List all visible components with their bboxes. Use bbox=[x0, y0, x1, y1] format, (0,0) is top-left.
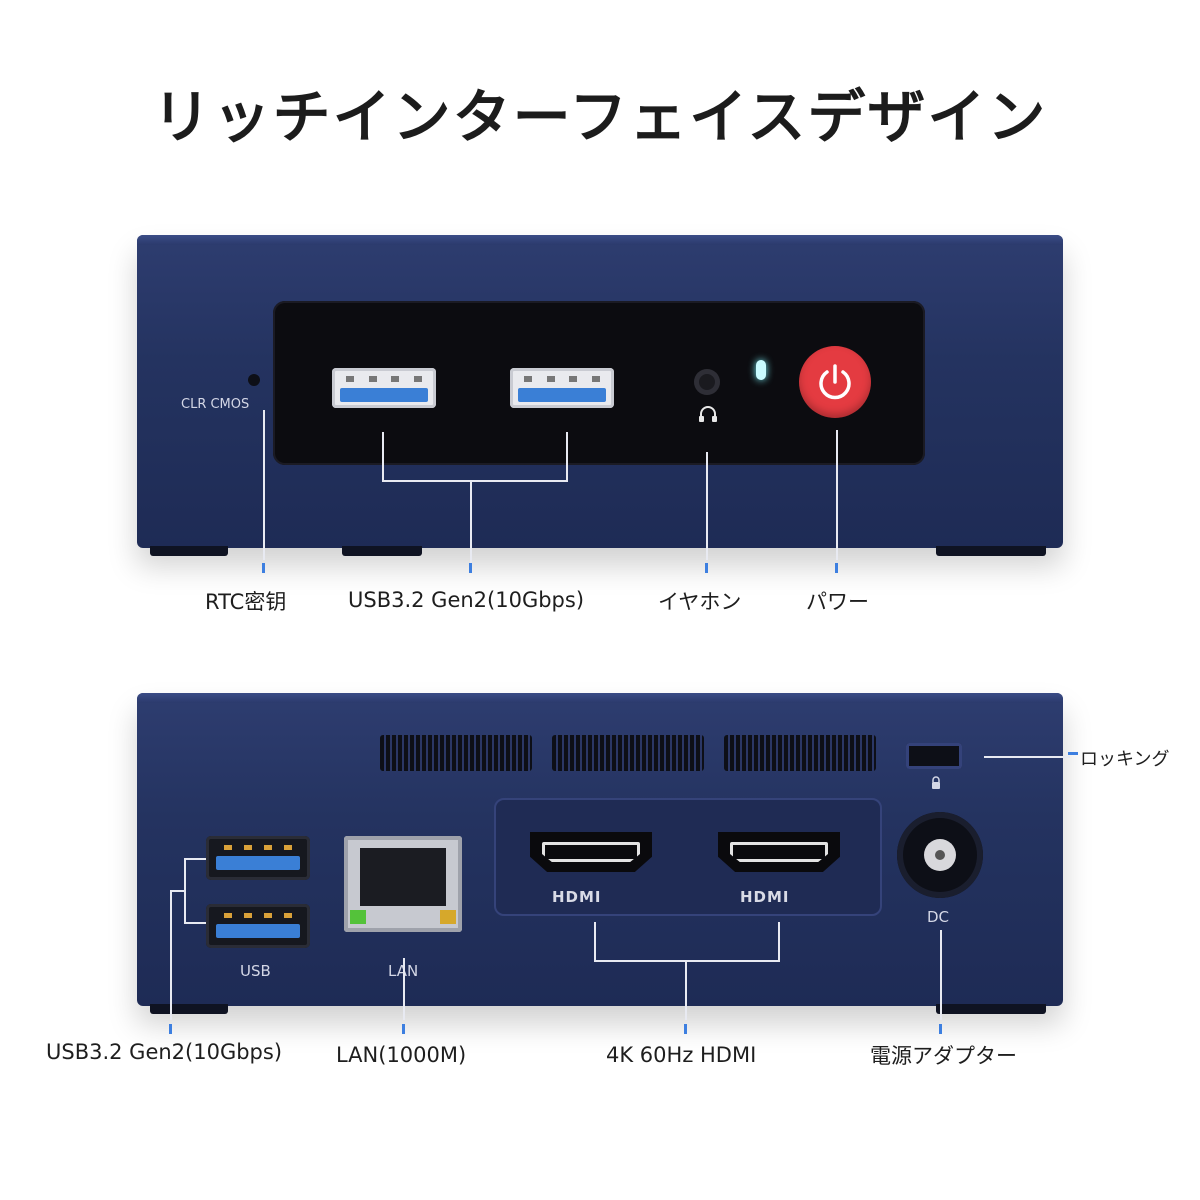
dc-power-jack[interactable] bbox=[897, 812, 983, 898]
front-usb-label: USB3.2 Gen2(10Gbps) bbox=[348, 588, 585, 612]
lock-callout-line bbox=[984, 756, 1070, 758]
cmos-reset-hole[interactable] bbox=[248, 374, 260, 386]
front-usb-port-1[interactable] bbox=[332, 368, 436, 408]
lan-tick bbox=[402, 1024, 405, 1034]
rear-usb-port-2[interactable] bbox=[206, 904, 310, 948]
rear-usb-bracket-top bbox=[184, 858, 206, 860]
rear-usb-label: USB3.2 Gen2(10Gbps) bbox=[46, 1040, 283, 1064]
lan-label: LAN(1000M) bbox=[336, 1043, 467, 1067]
hdmi-bracket-right bbox=[778, 922, 780, 962]
hdmi-logo-1: HDMI bbox=[552, 888, 602, 906]
front-foot-mid bbox=[342, 546, 422, 556]
hdmi-bracket-bottom bbox=[594, 960, 780, 962]
cmos-text: CLR CMOS bbox=[181, 397, 250, 412]
usb-bracket-right bbox=[566, 432, 568, 482]
dc-port-text: DC bbox=[927, 908, 950, 926]
lock-icon bbox=[930, 775, 942, 789]
vent-1 bbox=[380, 735, 532, 771]
rear-usb-port-1[interactable] bbox=[206, 836, 310, 880]
hdmi-port-1[interactable] bbox=[530, 832, 652, 872]
power-callout-line bbox=[836, 430, 838, 560]
hdmi-logo-2: HDMI bbox=[740, 888, 790, 906]
front-usb-port-2[interactable] bbox=[510, 368, 614, 408]
dc-callout-line bbox=[940, 930, 942, 1020]
rear-foot-left bbox=[150, 1004, 228, 1014]
rear-usb-callout-line bbox=[170, 890, 184, 892]
rear-foot-right bbox=[936, 1004, 1046, 1014]
headphone-icon bbox=[697, 404, 719, 424]
usb-tick bbox=[469, 563, 472, 573]
earphone-tick bbox=[705, 563, 708, 573]
rear-usb-tick bbox=[169, 1024, 172, 1034]
rtc-callout-line bbox=[263, 410, 265, 560]
earphone-jack[interactable] bbox=[694, 369, 720, 395]
front-foot-right bbox=[936, 546, 1046, 556]
hdmi-tick bbox=[684, 1024, 687, 1034]
rear-usb-bracket-bottom bbox=[184, 922, 206, 924]
usb-bracket-left bbox=[382, 432, 384, 482]
power-icon bbox=[819, 364, 851, 400]
power-adapter-label: 電源アダプター bbox=[870, 1044, 1017, 1068]
hdmi-label: 4K 60Hz HDMI bbox=[606, 1043, 757, 1067]
power-button[interactable] bbox=[799, 346, 871, 418]
earphone-label: イヤホン bbox=[658, 590, 742, 614]
usb-bracket-bottom bbox=[382, 480, 568, 482]
rtc-label: RTC密钥 bbox=[205, 590, 287, 614]
lock-tick bbox=[1068, 752, 1078, 755]
hdmi-port-2[interactable] bbox=[718, 832, 840, 872]
page-title: リッチインターフェイスデザイン bbox=[152, 83, 1048, 151]
dc-tick bbox=[939, 1024, 942, 1034]
rear-usb-vertical-line bbox=[170, 890, 172, 1020]
power-tick bbox=[835, 563, 838, 573]
kensington-lock-slot[interactable] bbox=[906, 743, 962, 769]
rtc-tick bbox=[262, 563, 265, 573]
lan-port[interactable] bbox=[344, 836, 462, 932]
rear-usb-bracket bbox=[184, 858, 186, 924]
lan-callout-line bbox=[403, 958, 405, 1020]
vent-3 bbox=[724, 735, 876, 771]
vent-2 bbox=[552, 735, 704, 771]
earphone-callout-line bbox=[706, 452, 708, 560]
status-led bbox=[756, 360, 766, 380]
power-label: パワー bbox=[806, 590, 869, 614]
hdmi-bracket-left bbox=[594, 922, 596, 962]
locking-label: ロッキング bbox=[1080, 749, 1170, 770]
front-foot-left bbox=[150, 546, 228, 556]
usb-callout-line bbox=[470, 480, 472, 570]
hdmi-callout-line bbox=[685, 960, 687, 1020]
usb-port-text: USB bbox=[240, 962, 271, 980]
